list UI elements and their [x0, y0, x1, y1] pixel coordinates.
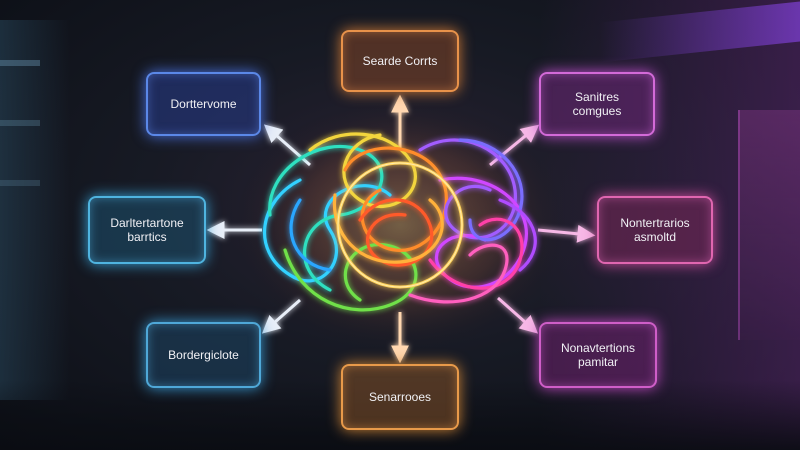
background-left-wall [0, 20, 70, 400]
arrow-to-bottom-left [261, 298, 301, 334]
core-glow [230, 95, 570, 355]
node-bottom-left: Bordergiclote [146, 322, 261, 388]
arrow-to-mid-right [537, 224, 596, 243]
central-ring-highlight [337, 162, 463, 288]
background-left-lights [0, 60, 40, 66]
node-top-right: Sanitres comgues [539, 72, 655, 136]
node-top: Searde Corrts [341, 30, 459, 92]
node-top-left-label: Dorttervome [170, 97, 237, 111]
node-mid-left: Darltertartone barrtics [88, 196, 206, 264]
node-mid-right: Nontertrarios asmoltd [597, 196, 713, 264]
arrow-to-bottom-right [497, 296, 539, 334]
node-top-left: Dorttervome [146, 72, 261, 136]
node-bottom-label: Senarrooes [368, 390, 432, 404]
node-bottom-left-label: Bordergiclote [168, 348, 239, 362]
arrow-to-top-left [263, 124, 311, 167]
node-top-label: Searde Corrts [362, 54, 438, 68]
node-bottom: Senarrooes [341, 364, 459, 430]
node-mid-right-label: Nontertrarios asmoltd [620, 216, 690, 244]
background-right-panel [738, 110, 800, 340]
node-bottom-right: Nonavtertions pamitar [539, 322, 657, 388]
node-top-right-label: Sanitres comgues [572, 90, 622, 118]
node-mid-left-label: Darltertartone barrtics [110, 216, 184, 244]
node-bottom-right-label: Nonavtertions pamitar [560, 341, 636, 369]
